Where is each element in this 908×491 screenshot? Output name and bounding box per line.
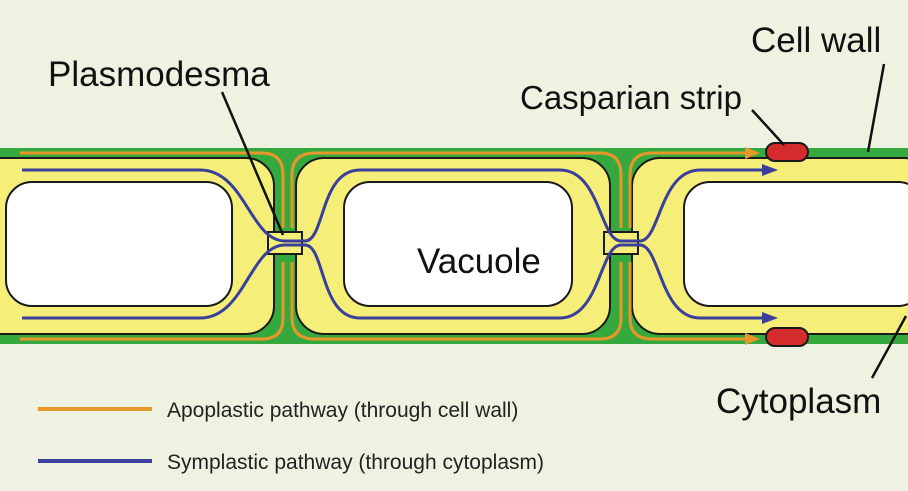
plasmodesma-right (603, 231, 639, 255)
leader-cell-wall (866, 63, 886, 153)
vacuoles (5, 181, 908, 307)
plasmodesma-left (267, 231, 303, 255)
legend-label-apoplastic: Apoplastic pathway (through cell wall) (167, 399, 518, 422)
label-cytoplasm: Cytoplasm (716, 382, 881, 421)
symplastic-pathway (22, 164, 778, 324)
vacuole-cell-1 (5, 181, 233, 307)
label-plasmodesma: Plasmodesma (48, 55, 270, 94)
leader-cytoplasm (870, 315, 908, 379)
label-vacuole: Vacuole (417, 242, 541, 281)
label-casparian-strip: Casparian strip (520, 79, 742, 116)
leader-plasmodesma (220, 91, 285, 236)
leader-casparian-strip (751, 109, 785, 146)
legend: Apoplastic pathway (through cell wall) S… (38, 399, 544, 474)
apoplastic-pathway (20, 147, 760, 345)
vacuole-cell-3 (683, 181, 908, 307)
vacuole-cell-2 (343, 181, 573, 307)
casparian-strip (765, 142, 809, 347)
label-cell-wall: Cell wall (751, 21, 881, 60)
legend-label-symplastic: Symplastic pathway (through cytoplasm) (167, 451, 544, 474)
leader-lines (220, 63, 908, 379)
